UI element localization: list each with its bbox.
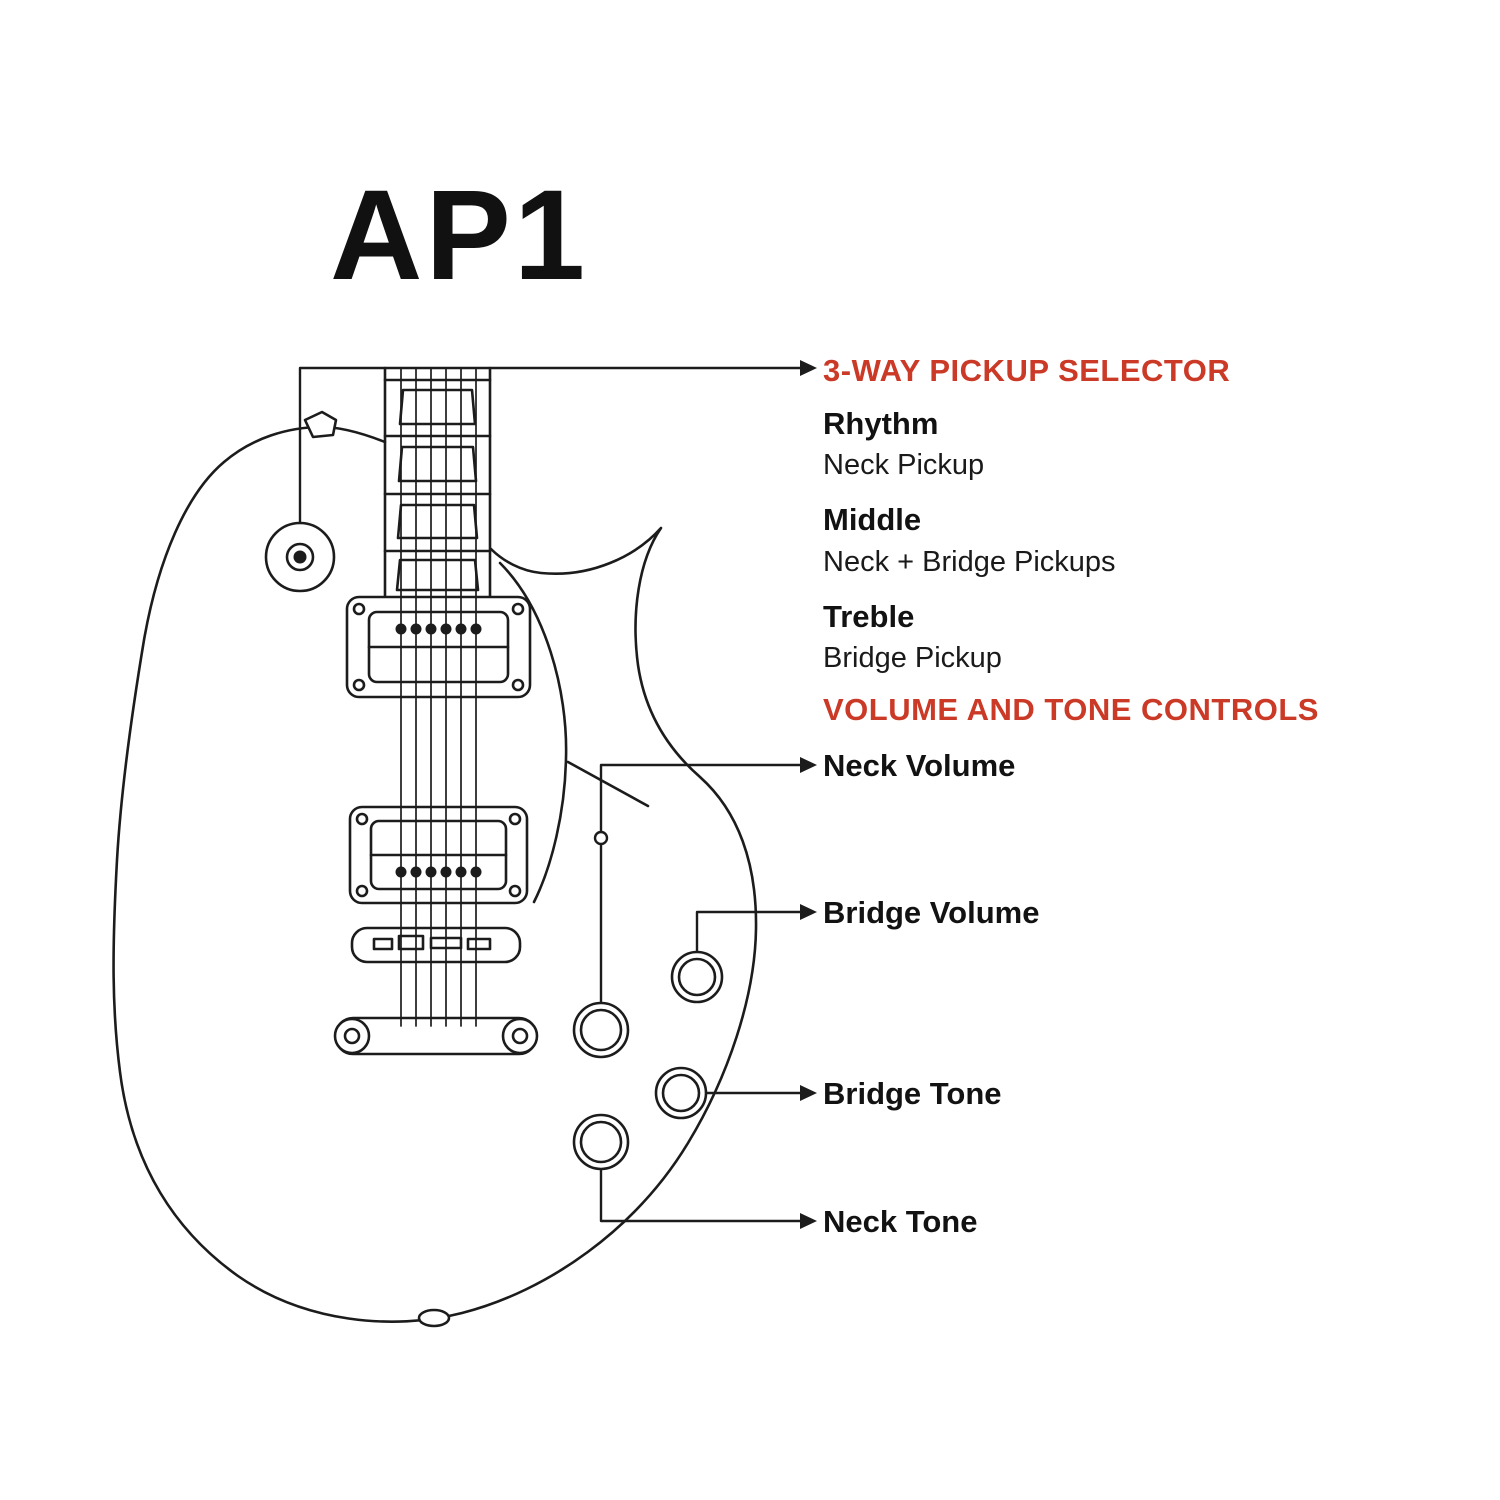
callout-lines	[298, 360, 817, 1229]
pickguard	[498, 561, 650, 904]
neck-volume-callout-label: Neck Volume	[823, 748, 1016, 783]
arrowhead	[800, 904, 817, 920]
controls-section-heading: VOLUME AND TONE CONTROLS	[823, 692, 1319, 727]
bridge-volume-knob	[670, 950, 724, 1004]
pickup-selector-switch	[264, 521, 336, 593]
mode-treble-label: Treble	[823, 599, 915, 634]
arrowhead	[800, 360, 817, 376]
neck-volume-knob	[572, 1001, 630, 1059]
bridge-volume-callout-line	[695, 910, 802, 953]
tailpiece-posts	[333, 1017, 539, 1055]
mode-treble-description: Bridge Pickup	[823, 642, 1002, 674]
bridge-tone-knob	[654, 1066, 708, 1120]
page-title: AP1	[330, 164, 588, 307]
selector-callout-line	[298, 366, 802, 525]
mode-middle-description: Neck + Bridge Pickups	[823, 546, 1116, 578]
line-node	[593, 830, 609, 846]
neck-tone-callout-line	[599, 1168, 802, 1223]
mode-middle-label: Middle	[823, 502, 922, 537]
tune-o-matic-bridge	[350, 926, 522, 964]
mode-rhythm-description: Neck Pickup	[823, 449, 985, 481]
neck-tone-knob	[572, 1113, 630, 1171]
selector-section-heading: 3-WAY PICKUP SELECTOR	[823, 353, 1231, 388]
guitar-body	[112, 410, 758, 1328]
switch-tip	[303, 410, 338, 439]
mode-rhythm-label: Rhythm	[823, 406, 939, 441]
strap-button	[417, 1308, 451, 1328]
bridge-pickup	[348, 805, 529, 905]
neck-volume-callout-line	[599, 763, 802, 1004]
arrowhead	[800, 1085, 817, 1101]
fret-inlay	[395, 558, 480, 592]
arrowhead	[800, 1213, 817, 1229]
neck-tone-callout-label: Neck Tone	[823, 1204, 978, 1239]
arrowhead	[800, 757, 817, 773]
fret-inlay	[397, 445, 478, 483]
fret-inlay	[396, 503, 479, 540]
bridge-volume-callout-label: Bridge Volume	[823, 895, 1040, 930]
neck-pickup	[345, 595, 532, 699]
bridge-tone-callout-label: Bridge Tone	[823, 1076, 1002, 1111]
strings	[400, 367, 477, 1027]
fret-inlay	[398, 388, 477, 426]
